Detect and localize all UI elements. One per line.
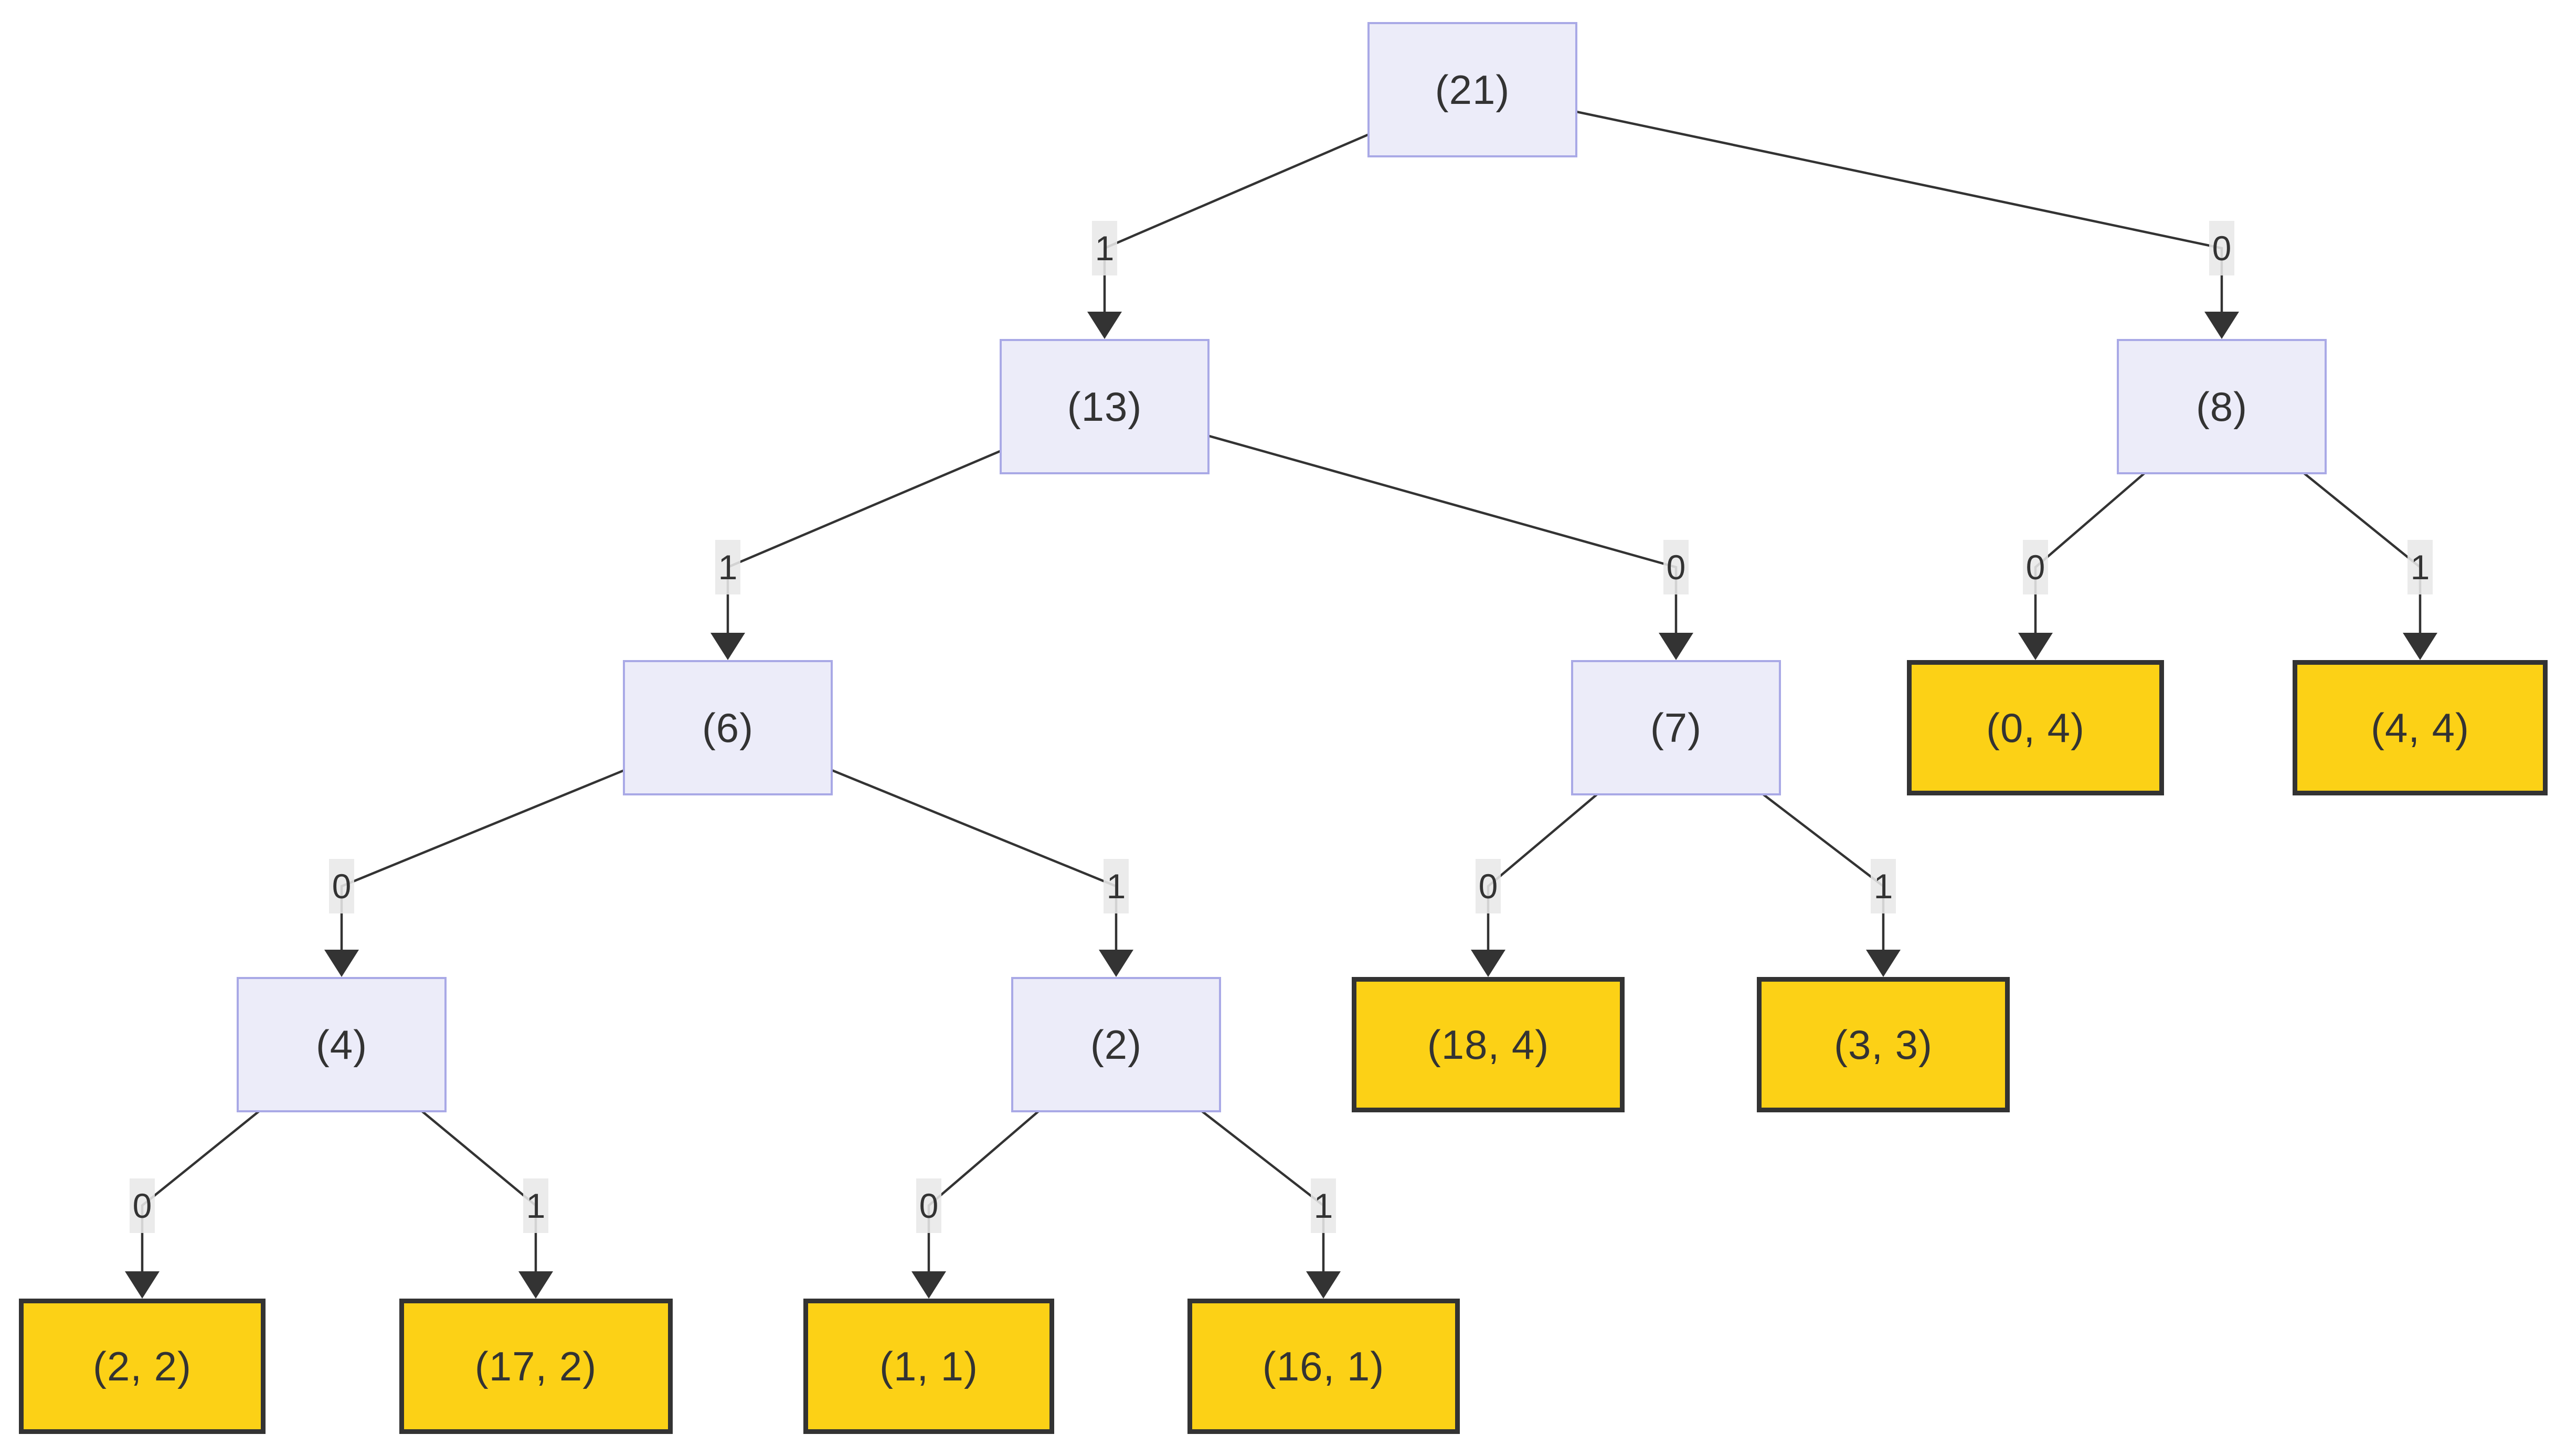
node-label: (13) xyxy=(1067,383,1142,430)
node-label: (18, 4) xyxy=(1427,1021,1550,1068)
leaf-node-l11: (1, 1) xyxy=(803,1299,1054,1434)
node-label: (17, 2) xyxy=(474,1343,597,1389)
edge-bit-label: 1 xyxy=(1104,859,1129,913)
node-label: (4) xyxy=(315,1021,368,1068)
arrowhead-icon xyxy=(1471,950,1505,977)
arrowhead-icon xyxy=(911,1271,946,1299)
edge-bit-label: 1 xyxy=(1871,859,1896,913)
tree-node-n6: (6) xyxy=(623,660,833,795)
arrowhead-icon xyxy=(2403,633,2437,660)
tree-node-n7: (7) xyxy=(1571,660,1781,795)
node-label: (3, 3) xyxy=(1833,1021,1933,1068)
tree-node-n8: (8) xyxy=(2117,339,2327,474)
leaf-node-l22: (2, 2) xyxy=(19,1299,266,1434)
tree-node-n21: (21) xyxy=(1367,22,1577,157)
arrowhead-icon xyxy=(1306,1271,1341,1299)
leaf-node-l33: (3, 3) xyxy=(1757,977,2010,1112)
tree-node-n2: (2) xyxy=(1011,977,1221,1112)
edge-bit-label: 0 xyxy=(2209,221,2234,275)
node-label: (2, 2) xyxy=(92,1343,192,1389)
node-label: (21) xyxy=(1435,66,1510,113)
leaf-node-l172: (17, 2) xyxy=(399,1299,673,1434)
arrowhead-icon xyxy=(324,950,359,977)
arrowhead-icon xyxy=(125,1271,160,1299)
arrowhead-icon xyxy=(1099,950,1133,977)
arrowhead-icon xyxy=(1087,312,1122,339)
arrowhead-icon xyxy=(710,633,745,660)
node-label: (8) xyxy=(2196,383,2248,430)
edge-bit-label: 1 xyxy=(523,1178,548,1233)
node-label: (16, 1) xyxy=(1262,1343,1385,1389)
leaf-node-l44: (4, 4) xyxy=(2293,660,2548,795)
node-label: (0, 4) xyxy=(1986,704,2085,751)
arrowhead-icon xyxy=(1659,633,1693,660)
edge-bit-label: 0 xyxy=(130,1178,155,1233)
tree-node-n13: (13) xyxy=(1000,339,1210,474)
edge-bit-label: 1 xyxy=(715,540,740,594)
arrowhead-icon xyxy=(1866,950,1901,977)
leaf-node-l184: (18, 4) xyxy=(1352,977,1625,1112)
edge-bit-label: 0 xyxy=(916,1178,941,1233)
edge-bit-label: 0 xyxy=(2023,540,2048,594)
node-label: (1, 1) xyxy=(879,1343,979,1389)
edge-bit-label: 1 xyxy=(1092,221,1117,275)
edge-bit-label: 0 xyxy=(329,859,354,913)
node-label: (7) xyxy=(1650,704,1702,751)
arrowhead-icon xyxy=(2018,633,2053,660)
node-label: (2) xyxy=(1090,1021,1142,1068)
leaf-node-l04: (0, 4) xyxy=(1907,660,2164,795)
node-label: (4, 4) xyxy=(2370,704,2470,751)
tree-node-n4: (4) xyxy=(237,977,447,1112)
edge-line xyxy=(1472,88,2223,314)
arrowhead-icon xyxy=(518,1271,553,1299)
edge-bit-label: 1 xyxy=(1311,1178,1336,1233)
arrowhead-icon xyxy=(2204,312,2239,339)
leaf-node-l161: (16, 1) xyxy=(1187,1299,1460,1434)
edge-bit-label: 0 xyxy=(1663,540,1689,594)
node-label: (6) xyxy=(702,704,754,751)
edge-bit-label: 0 xyxy=(1476,859,1501,913)
edge-bit-label: 1 xyxy=(2407,540,2433,594)
